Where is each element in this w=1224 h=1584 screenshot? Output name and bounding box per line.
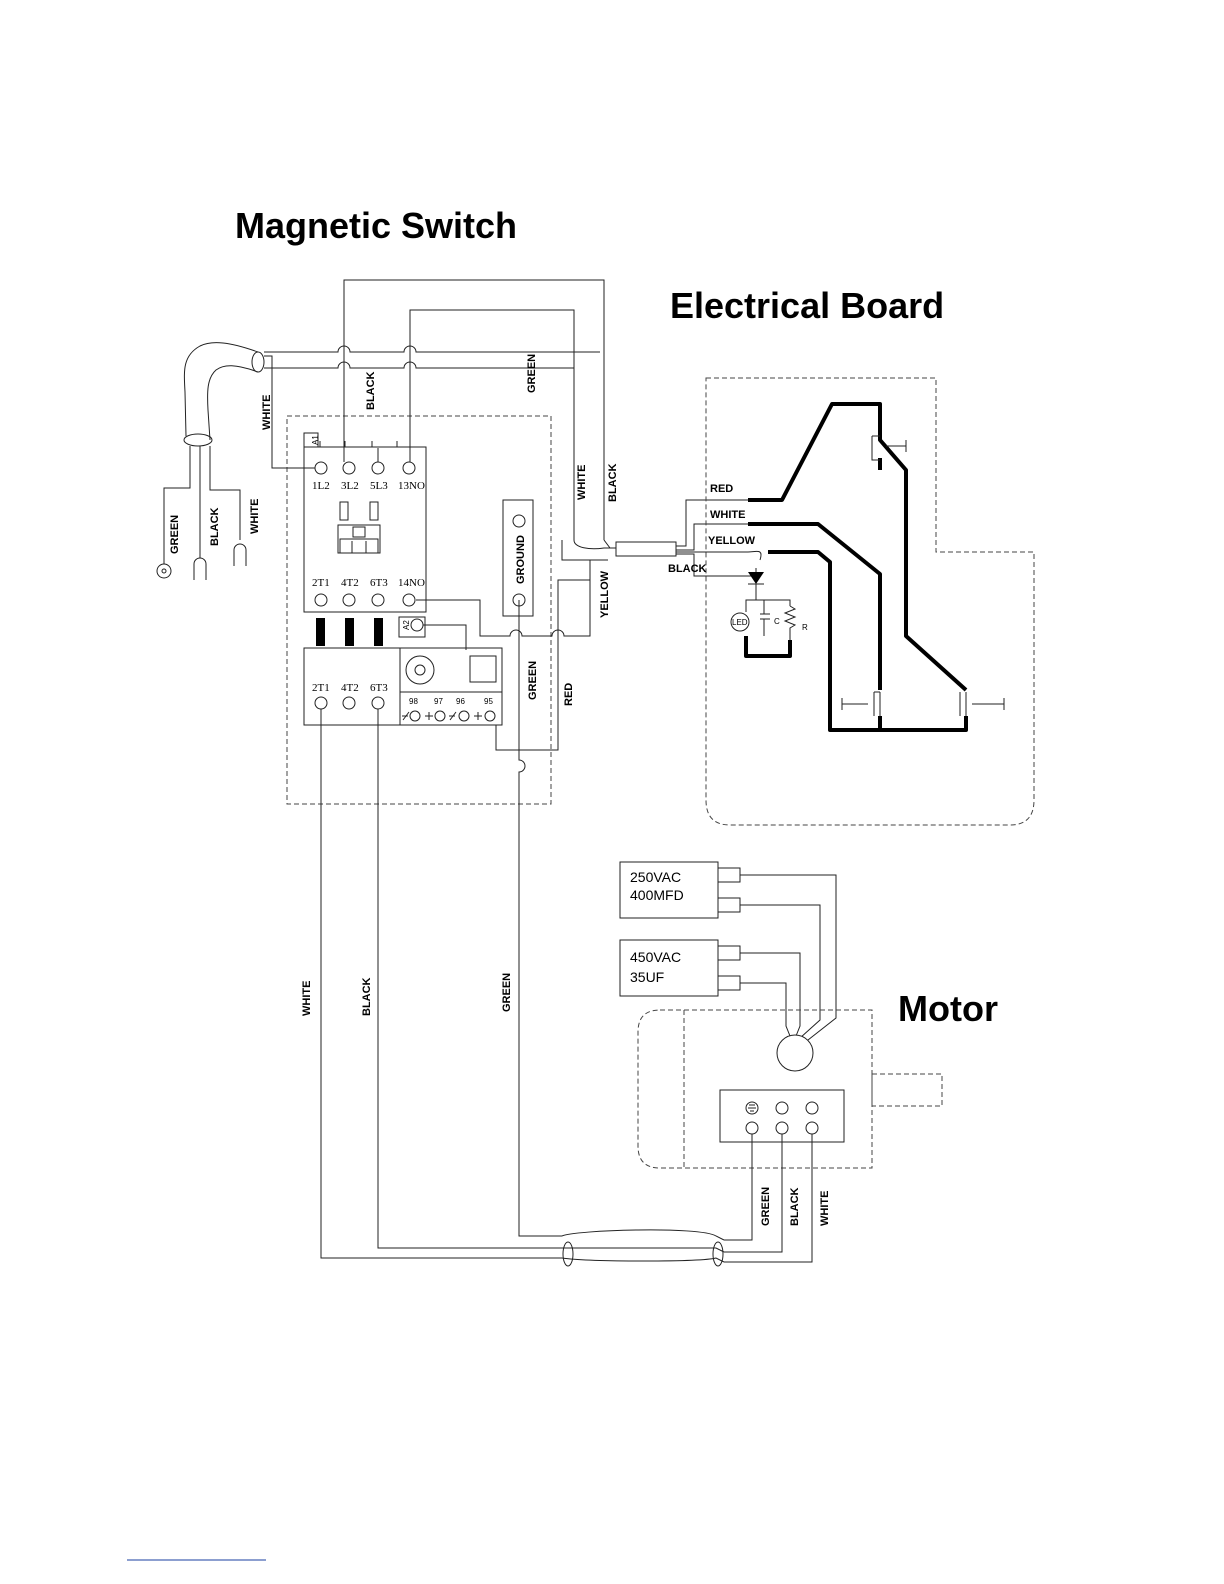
label-ground: GROUND [515,535,527,584]
board-label-white: WHITE [710,509,745,521]
label-a1: A1 [311,435,320,445]
cap2-rating: 35UF [630,969,664,985]
label-4T2: 4T2 [341,682,359,694]
wire-label-white-bottom: WHITE [301,981,313,1016]
white-fork-terminal [234,544,246,566]
contactor-top-bumps [320,441,397,447]
label-1L2: 1L2 [312,480,330,492]
wire-label-red-mid: RED [563,683,575,706]
cap2-voltage: 450VAC [630,949,681,965]
wire-label-yellow-mid: YELLOW [599,570,611,618]
terminal-5L3 [372,462,384,474]
motor-title: Motor [898,988,998,1029]
board-label-red: RED [710,483,733,495]
board-switch-left [842,692,880,716]
wire-label-green-mid: GREEN [527,661,539,700]
splice-right [713,1242,723,1266]
label-c: C [774,617,780,626]
label-r: R [802,623,808,632]
label-2T1: 2T1 [312,682,330,694]
cap1-rating: 400MFD [630,887,684,903]
wire-label-black-mid: BLACK [607,463,619,502]
cap1-voltage: 250VAC [630,869,681,885]
magnetic-switch-title: Magnetic Switch [235,205,517,246]
wire-label-black-top: BLACK [365,371,377,410]
label-13NO: 13NO [398,480,425,492]
black-fork-terminal [194,558,206,580]
motor-label-green: GREEN [760,1187,772,1226]
splice-left [563,1242,573,1266]
terminal-3L2 [343,462,355,474]
label-6T3: 6T3 [370,682,388,694]
board-cable-sheath [616,542,676,556]
board-thick-wiring [746,404,966,730]
label-5L3: 5L3 [370,480,388,492]
terminal-1L2 [315,462,327,474]
label-led: LED [732,618,748,627]
resistor-icon [785,606,795,640]
cord-label-black: BLACK [209,507,221,546]
label-95: 95 [484,697,493,706]
motor-shaft [872,1074,942,1106]
label-14NO: 14NO [398,577,425,589]
motor-label-white: WHITE [819,1191,831,1226]
label-97: 97 [434,697,443,706]
label-4T2-upper: 4T2 [341,577,359,589]
electrical-board-title: Electrical Board [670,285,944,326]
label-98: 98 [409,697,418,706]
wire-label-green-top: GREEN [526,354,538,393]
diode-icon [748,572,764,584]
cord-label-green: GREEN [169,515,181,554]
wire-label-white-mid: WHITE [576,465,588,500]
board-switch-right [960,692,1004,716]
wire-label-green-bottom: GREEN [501,973,513,1012]
wire-label-black-bottom: BLACK [361,977,373,1016]
motor-capacitor-junction [777,1035,813,1071]
overload-adjust-square [470,656,496,682]
electrical-board-enclosure [706,378,1034,825]
label-6T3-upper: 6T3 [370,577,388,589]
board-label-black: BLACK [668,563,707,575]
overload-output-terminals [315,697,384,709]
board-label-yellow: YELLOW [708,535,756,547]
wire-label-white-top: WHITE [261,395,273,430]
motor-label-black: BLACK [789,1187,801,1226]
cord-label-white: WHITE [249,499,261,534]
terminal-13NO [403,462,415,474]
motor-body [638,1010,942,1168]
board-indicator-circuit [746,551,795,640]
label-3L2: 3L2 [341,480,359,492]
label-a2: A2 [402,620,411,630]
label-2T1-upper: 2T1 [312,577,330,589]
contactor-overload-bars [316,618,383,646]
capacitor-wiring [740,875,836,1040]
label-96: 96 [456,697,465,706]
